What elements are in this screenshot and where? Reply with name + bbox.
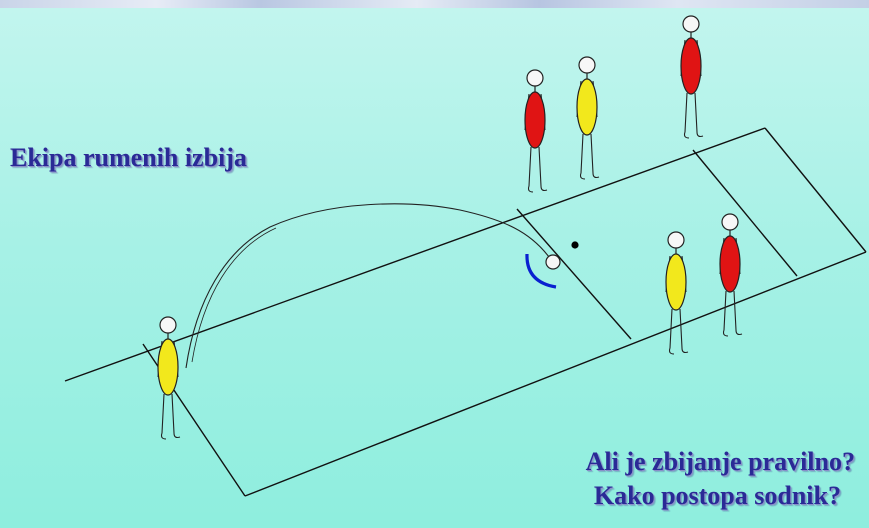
catcher-hand-arc-icon: [525, 253, 557, 289]
ball-trajectory: [185, 203, 550, 369]
player-body: [719, 235, 741, 293]
player-body: [576, 78, 598, 136]
player-leg-left: [668, 308, 675, 355]
player-head: [159, 316, 177, 334]
player-head: [526, 69, 544, 87]
player-head: [682, 15, 700, 33]
player-leg-right: [171, 393, 181, 439]
catcher-head: [545, 254, 561, 270]
slide-top-border: [0, 0, 869, 8]
player-body: [665, 253, 687, 311]
player-leg-left: [160, 393, 167, 440]
slide-title: Ekipa rumenih izbija: [10, 143, 247, 172]
player-leg-right: [694, 92, 704, 138]
player-leg-right: [733, 290, 743, 336]
ball-trajectory-trace: [191, 227, 277, 363]
player-head: [578, 56, 596, 74]
player-body: [680, 37, 702, 95]
player-red-3: [680, 15, 704, 139]
player-yellow-2: [576, 56, 600, 180]
catcher-player: [525, 253, 561, 289]
player-leg-left: [579, 133, 586, 180]
field-end-line-right: [764, 127, 867, 253]
players: [157, 15, 743, 440]
ball: [571, 241, 579, 249]
player-yellow-4: [157, 316, 181, 440]
player-red-5: [719, 213, 743, 337]
field-back-line: [692, 149, 798, 277]
field-lines: [64, 127, 867, 497]
question-2: Kako postopa sodnik?: [593, 481, 841, 510]
player-leg-right: [538, 146, 548, 192]
player-head: [667, 231, 685, 249]
player-body: [524, 91, 546, 149]
player-leg-left: [683, 92, 690, 139]
player-yellow-6: [665, 231, 689, 355]
player-leg-right: [590, 133, 600, 179]
field-right-sideline: [244, 251, 867, 497]
question-1: Ali je zbijanje pravilno?: [585, 447, 855, 476]
player-body: [157, 338, 179, 396]
player-head: [721, 213, 739, 231]
player-leg-left: [527, 146, 534, 193]
player-red-1: [524, 69, 548, 193]
field-mid-line: [516, 208, 632, 340]
player-leg-right: [679, 308, 689, 354]
field-left-sideline: [64, 127, 766, 382]
player-leg-left: [722, 290, 729, 337]
